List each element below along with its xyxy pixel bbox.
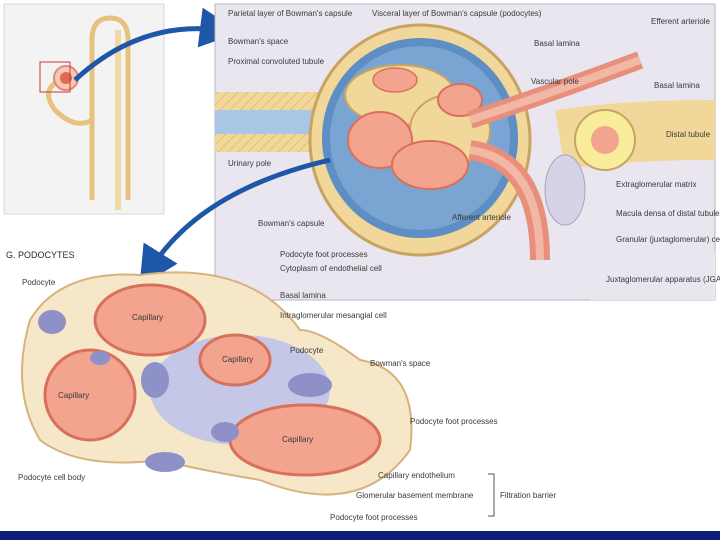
label-extraglomerular-matrix: Extraglomerular matrix <box>616 180 696 189</box>
label-podocyte-right: Podocyte <box>290 346 324 355</box>
podocyte-nucleus-left <box>38 310 66 334</box>
podocyte-nucleus-right <box>288 373 332 397</box>
label-mesangial-cell: Intraglomerular mesangial cell <box>280 311 387 320</box>
label-efferent-arteriole: Efferent arteriole <box>651 17 711 26</box>
label-capillary-left: Capillary <box>58 391 89 400</box>
endothelial-nucleus <box>211 422 239 442</box>
label-visceral-layer: Visceral layer of Bowman's capsule (podo… <box>372 9 542 18</box>
podocytes-title: G. PODOCYTES <box>6 250 75 260</box>
zoom-arrow-to-podocytes <box>139 157 331 287</box>
label-foot-processes-right: Podocyte foot processes <box>410 417 498 426</box>
mesangial-cell-nucleus <box>141 362 169 398</box>
label-parietal-layer: Parietal layer of Bowman's capsule <box>228 9 353 18</box>
capillary-top <box>93 283 207 357</box>
renal-corpuscle-inset <box>214 3 716 301</box>
label-podocyte-cell-body: Podocyte cell body <box>18 473 85 482</box>
extraglomerular-matrix <box>544 154 586 226</box>
label-foot-processes-top: Podocyte foot processes <box>280 250 368 259</box>
label-macula-densa: Macula densa of distal tubule <box>616 209 720 218</box>
inset-labels: Parietal layer of Bowman's capsule Bowma… <box>228 9 720 284</box>
label-jga: Juxtaglomerular apparatus (JGA) <box>606 275 720 284</box>
inset-extension <box>590 250 715 300</box>
capillary-middle <box>198 333 272 387</box>
label-basal-lamina: Basal lamina <box>280 291 326 300</box>
label-podocyte-top: Podocyte <box>22 278 56 287</box>
label-capillary-top: Capillary <box>132 313 163 322</box>
efferent-arteriole-lumen <box>468 56 642 124</box>
macula-densa-lumen <box>591 126 619 154</box>
thumbnail-highlight-box <box>39 61 71 93</box>
label-vascular-pole: Vascular pole <box>531 77 579 86</box>
afferent-arteriole-lumen <box>469 146 544 261</box>
footer-bar <box>0 531 720 540</box>
podocytes-panel: G. PODOCYTES Capillary Capillary Capilla… <box>6 250 556 522</box>
glomerular-tuft <box>344 64 491 190</box>
label-bowmans-space-lower: Bowman's space <box>370 359 431 368</box>
label-distal-tubule: Distal tubule <box>666 130 711 139</box>
label-gbm: Glomerular basement membrane <box>356 491 474 500</box>
loop-of-henle <box>89 15 131 200</box>
label-proximal-tubule: Proximal convoluted tubule <box>228 57 325 66</box>
label-capillary-bottom: Capillary <box>282 435 313 444</box>
convoluted-tubule <box>46 77 94 126</box>
label-basal-lamina-right: Basal lamina <box>654 81 700 90</box>
capillary-left <box>43 348 137 442</box>
label-afferent-arteriole: Afferent arteriole <box>452 213 512 222</box>
proximal-tubule-cells <box>215 92 335 152</box>
podocyte-cell-body-nucleus <box>145 452 185 472</box>
label-capillary-endothelium: Capillary endothelium <box>378 471 455 480</box>
label-capillary-middle: Capillary <box>222 355 253 364</box>
label-filtration-barrier: Filtration barrier <box>500 491 556 500</box>
label-bowmans-capsule: Bowman's capsule <box>258 219 325 228</box>
label-bowmans-space: Bowman's space <box>228 37 289 46</box>
label-endothelial-cytoplasm: Cytoplasm of endothelial cell <box>280 264 382 273</box>
label-foot-processes-bottom: Podocyte foot processes <box>330 513 418 522</box>
thumbnail-frame <box>3 3 165 215</box>
zoom-arrow-to-inset <box>73 7 240 82</box>
label-granular-cells: Granular (juxtaglomerular) cells <box>616 235 720 244</box>
label-basal-lamina-top: Basal lamina <box>534 39 580 48</box>
nephron-thumbnail <box>3 3 165 215</box>
filtration-barrier-bracket <box>488 473 495 517</box>
thumbnail-capillary-tuft <box>60 72 72 84</box>
label-urinary-pole: Urinary pole <box>228 159 272 168</box>
endothelial-nucleus-left <box>90 351 110 365</box>
